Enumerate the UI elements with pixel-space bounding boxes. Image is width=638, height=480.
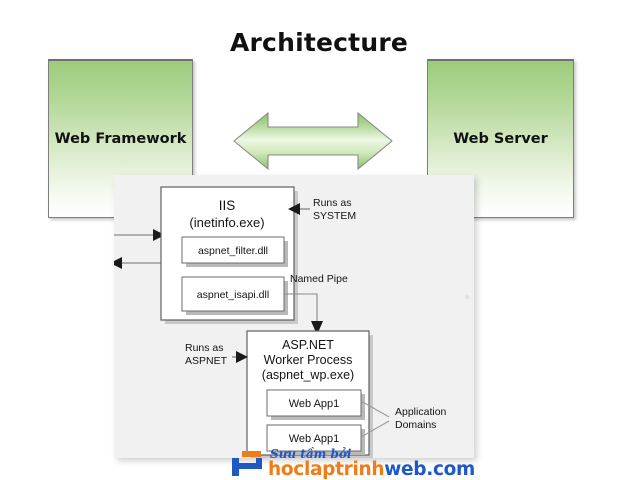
runs-as-aspnet-line1: Runs as	[185, 342, 224, 354]
named-pipe-line	[284, 293, 318, 325]
architecture-diagram-panel: IIS (inetinfo.exe) aspnet_filter.dll asp…	[114, 175, 474, 458]
bidirectional-arrow-icon	[233, 111, 393, 171]
application-domains-line2: Domains	[395, 419, 436, 431]
aspnet-isapi-box	[181, 276, 285, 312]
application-domains-line1: Application	[395, 406, 447, 418]
watermark-domain: hoclaptrinhweb.com	[268, 459, 475, 480]
runs-as-system-line2: SYSTEM	[313, 210, 356, 222]
arrowhead-runs-as-aspnet	[236, 351, 248, 363]
watermark-subtitle: Sưu tầm bởi	[270, 447, 352, 461]
architecture-diagram: IIS (inetinfo.exe) aspnet_filter.dll asp…	[114, 186, 470, 458]
application-domains-leaders	[360, 400, 390, 438]
watermark-domain-part2: web.com	[384, 459, 476, 480]
worker-title-line3: (aspnet_wp.exe)	[262, 368, 354, 382]
web-app1-a-box	[266, 389, 362, 417]
iis-title-line2: (inetinfo.exe)	[189, 215, 264, 230]
iis-title-line1: IIS	[219, 198, 236, 213]
web-app1-b-label: Web App1	[289, 433, 340, 445]
aspnet-isapi-label: aspnet_isapi.dll	[197, 289, 269, 301]
arrowhead-runs-as-system	[288, 203, 300, 215]
watermark: Sưu tầm bởi hoclaptrinhweb.com	[228, 447, 475, 480]
arrowhead-out-of-iis	[114, 257, 122, 269]
worker-title-line1: ASP.NET	[282, 338, 334, 352]
aspnet-filter-label: aspnet_filter.dll	[198, 245, 268, 257]
page-title: Architecture	[229, 28, 409, 57]
runs-as-aspnet-line2: ASPNET	[185, 355, 228, 367]
web-framework-label: Web Framework	[54, 131, 187, 147]
aspnet-filter-box	[181, 236, 285, 264]
panel-speck	[464, 294, 470, 300]
arrowhead-named-pipe	[311, 321, 323, 335]
watermark-domain-part1: hoclaptrinh	[268, 459, 385, 480]
web-app1-a-label: Web App1	[289, 398, 340, 410]
worker-title-line2: Worker Process	[264, 353, 353, 367]
named-pipe-label: Named Pipe	[290, 273, 348, 285]
hoclaptrinhweb-logo-icon	[232, 451, 262, 476]
arrowhead-into-iis	[153, 229, 165, 241]
web-server-label: Web Server	[453, 131, 548, 147]
web-app1-b-box	[266, 424, 362, 452]
runs-as-system-line1: Runs as	[313, 197, 352, 209]
